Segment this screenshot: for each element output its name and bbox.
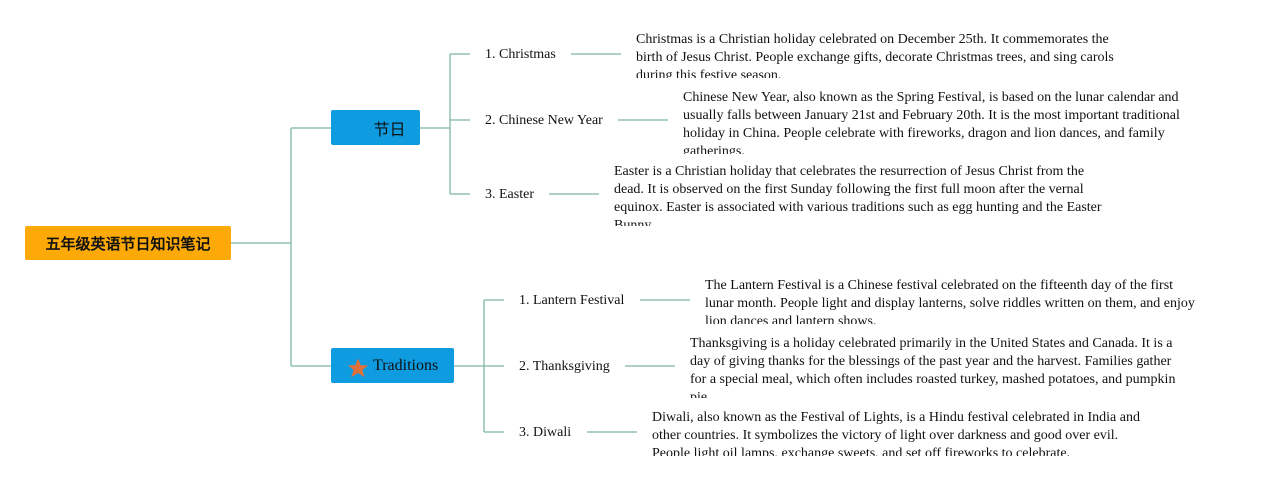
topic-thanksgiving[interactable]: 2. Thanksgiving — [519, 359, 610, 374]
note-thanksgiving: Thanksgiving is a holiday celebrated pri… — [690, 336, 1176, 398]
note-lantern-festival: The Lantern Festival is a Chinese festiv… — [705, 278, 1195, 324]
note-diwali: Diwali, also known as the Festival of Li… — [652, 410, 1140, 456]
star-icon — [347, 357, 369, 377]
topic-christmas[interactable]: 1. Christmas — [485, 47, 556, 62]
branch-festivals[interactable]: 节日 — [331, 110, 420, 145]
root-topic[interactable]: 五年级英语节日知识笔记 — [25, 226, 231, 260]
note-chinese-new-year: Chinese New Year, also known as the Spri… — [683, 90, 1180, 154]
root-title: 五年级英语节日知识笔记 — [45, 234, 211, 253]
branch-label: 节日 — [373, 119, 406, 139]
branch-traditions[interactable]: Traditions — [331, 348, 454, 383]
topic-lantern-festival[interactable]: 1. Lantern Festival — [519, 293, 625, 308]
topic-diwali[interactable]: 3. Diwali — [519, 425, 572, 440]
topic-chinese-new-year[interactable]: 2. Chinese New Year — [485, 113, 603, 128]
topic-easter[interactable]: 3. Easter — [485, 187, 534, 202]
note-christmas: Christmas is a Christian holiday celebra… — [636, 32, 1114, 78]
note-easter: Easter is a Christian holiday that celeb… — [614, 164, 1102, 226]
branch-label: Traditions — [373, 356, 439, 374]
